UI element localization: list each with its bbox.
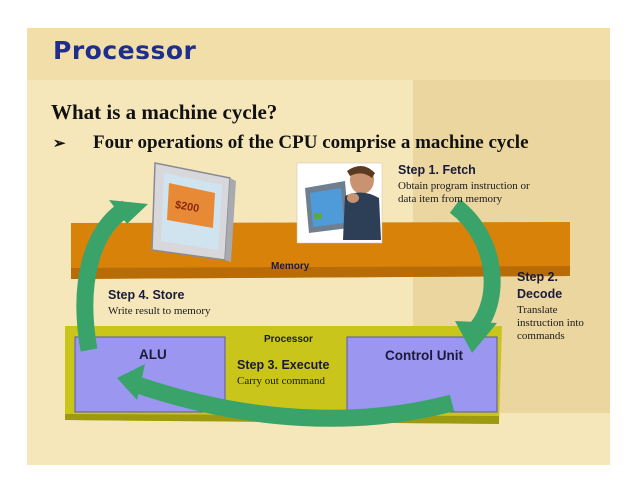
control-unit-label: Control Unit	[385, 348, 463, 363]
fetch-arrow-head	[455, 321, 497, 353]
title-band	[27, 28, 610, 80]
execute-arrow	[129, 374, 455, 427]
step2-title: Step 2. Decode	[517, 270, 563, 301]
step4-description: Write result to memory	[108, 305, 211, 317]
slide: Processor What is a machine cycle? ➢ Four…	[27, 28, 610, 465]
slide-title: Processor	[53, 36, 197, 65]
step1-description: Obtain program instruction or data item …	[398, 180, 530, 205]
slide-heading: What is a machine cycle?	[51, 100, 278, 124]
step4-title: Step 4. Store	[108, 288, 185, 302]
step3-title: Step 3. Execute	[237, 358, 330, 372]
monitor-screen-text: $200	[174, 199, 200, 215]
alu-label: ALU	[139, 347, 167, 362]
memory-label: Memory	[271, 261, 310, 272]
memory-slab-shade	[71, 266, 570, 279]
store-arrow	[76, 200, 132, 352]
fetch-arrow	[449, 199, 501, 334]
machine-cycle-diagram: $200	[65, 162, 570, 427]
execute-arrow-head	[117, 364, 145, 400]
processor-label: Processor	[264, 334, 313, 345]
bullet-text: Four operations of the CPU comprise a ma…	[93, 132, 529, 153]
bullet-arrow-icon: ➢	[53, 136, 66, 152]
step3-description: Carry out command	[237, 375, 325, 387]
store-arrow-head	[109, 200, 148, 224]
person-at-computer-photo	[296, 162, 383, 244]
bullet-item: ➢ Four operations of the CPU comprise a m…	[53, 132, 529, 154]
step2-description: Translate instruction into commands	[517, 304, 584, 342]
monitor-illustration: $200	[151, 162, 236, 262]
step1-title: Step 1. Fetch	[398, 163, 476, 177]
